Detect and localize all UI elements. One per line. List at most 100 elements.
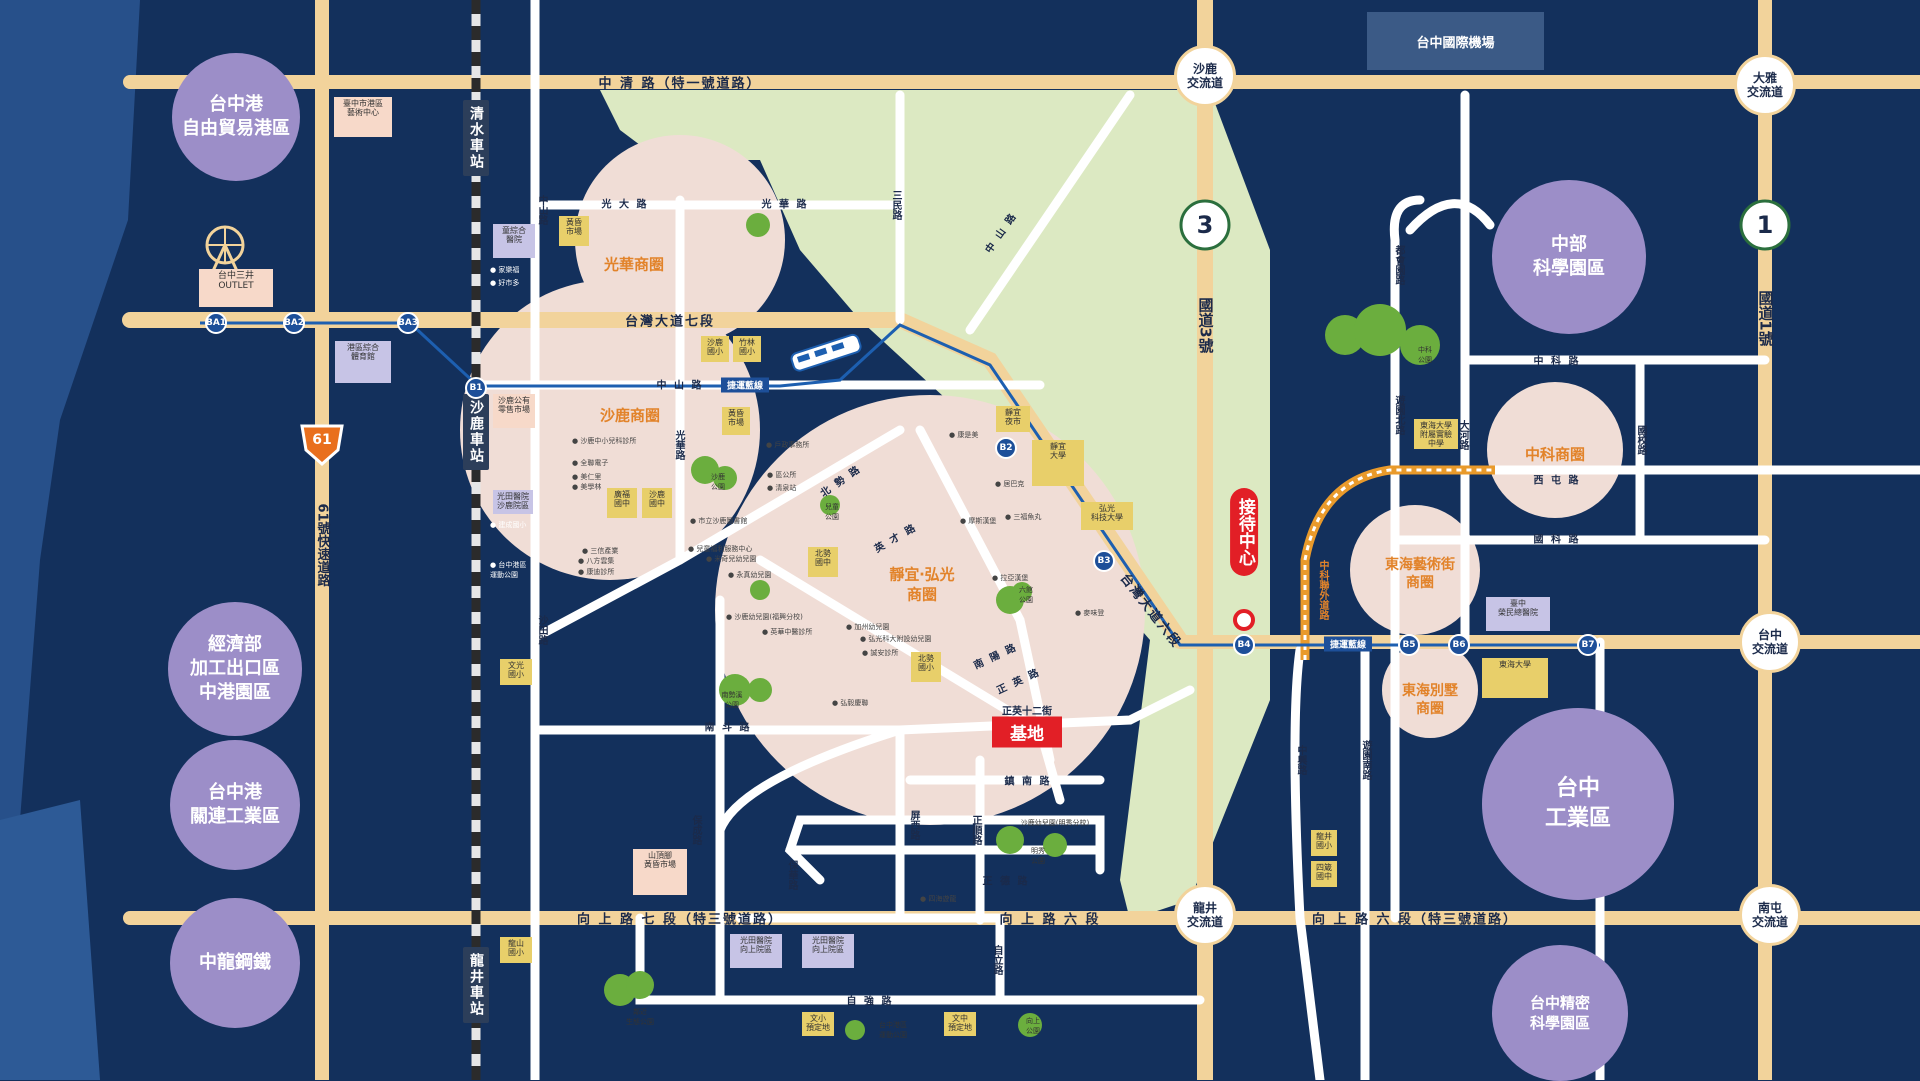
road-label-zhongshan: 中 山 路: [656, 380, 704, 392]
poi-veterans-hospital[interactable]: 臺中 榮民總醫院: [1486, 597, 1550, 631]
poi-shalu-elem[interactable]: 沙鹿 國小: [701, 336, 729, 362]
zone-precision-park[interactable]: 台中精密 科學園區: [1492, 945, 1628, 1081]
road-label-guo3: 國道3號: [1196, 297, 1215, 353]
poi-outlet[interactable]: 台中三井 OUTLET: [199, 269, 273, 307]
reception-pin-icon: [1233, 609, 1255, 631]
poi-site-ground-2[interactable]: 文中 預定地: [944, 1012, 976, 1036]
road-label-pingxi: 屏西路: [908, 810, 919, 840]
poi-sports-hall[interactable]: 港區綜合 體育館: [335, 341, 391, 383]
park-zhongke: 中科 公園: [1418, 346, 1432, 364]
reception-center[interactable]: 接待中心: [1230, 488, 1258, 576]
road-label-baohua: 保華路: [786, 860, 797, 890]
road-label-nandou: 南 斗 路: [704, 722, 752, 734]
label-s10: ● 加州幼兒園: [846, 623, 890, 631]
stop-b4[interactable]: B4: [1233, 634, 1255, 656]
poi-shalu-market[interactable]: 沙鹿公有 零售市場: [493, 394, 535, 428]
road-label-zili: 自立路: [991, 945, 1002, 975]
road-label-huanzhong-n: 遊園北路: [1393, 395, 1404, 435]
stop-b5[interactable]: B5: [1398, 634, 1420, 656]
label-s18: ● 三福魚丸: [1005, 513, 1042, 521]
park-shalu: 沙鹿 公園: [711, 473, 725, 491]
poi-donghai-uni[interactable]: 東海大學: [1482, 658, 1548, 698]
poi-sizhen-mid[interactable]: 四箴 國中: [1311, 861, 1337, 887]
road-label-zhennan: 鎮 南 路: [1004, 776, 1052, 788]
stop-ba1[interactable]: BA1: [205, 312, 227, 334]
poi-shanjiao-market[interactable]: 山頂腳 黃昏市場: [633, 849, 687, 895]
interchange-shalu[interactable]: 沙鹿 交流道: [1174, 45, 1236, 107]
road-label-guoke: 國 科 路: [1533, 534, 1581, 546]
poi-jingyi-uni[interactable]: 靜宜 大學: [1032, 440, 1084, 486]
park-liu: 六館 公園: [1019, 586, 1033, 604]
zone-free-trade-port[interactable]: 台中港 自由貿易港區: [172, 53, 300, 181]
poi-huang-market-2[interactable]: 黃昏 市場: [722, 407, 750, 435]
poi-guangtian-xiangshang[interactable]: 光田醫院 向上院區: [730, 934, 782, 968]
stop-b3[interactable]: B3: [1093, 550, 1115, 572]
station-shalu[interactable]: 沙鹿車站: [463, 394, 489, 470]
poi-wenguang-elem[interactable]: 文光 國小: [500, 659, 532, 685]
road-label-shalu: 沙田路: [536, 615, 547, 645]
poi-guangtian-xiangshang-2[interactable]: 光田醫院 向上院區: [802, 934, 854, 968]
label-s5: ● 兒童福利服務中心: [688, 545, 753, 553]
stop-b6[interactable]: B6: [1448, 634, 1470, 656]
label-s6: ● 米奇兒幼兒園: [706, 555, 757, 563]
poi-huangtong-market[interactable]: 黃昏 市場: [559, 216, 589, 246]
label-s15: ● 區公所: [767, 471, 797, 479]
interchange-nantun[interactable]: 南屯 交流道: [1739, 884, 1801, 946]
road-label-xiangshang7: 向 上 路 七 段（特三號道路）: [576, 912, 784, 928]
road-label-huanzhong-s: 遊園南路: [1360, 740, 1371, 780]
stop-b1[interactable]: B1: [465, 377, 487, 399]
stop-b7[interactable]: B7: [1577, 634, 1599, 656]
road-label-guangdong: 光華路: [673, 430, 684, 460]
label-s14: ● 戶政事務所: [766, 441, 810, 449]
zone-export-processing[interactable]: 經濟部 加工出口區 中港園區: [168, 602, 302, 736]
poi-guangda-mid[interactable]: 廣福 國中: [607, 488, 637, 518]
park-mingxiu: 明秀 公園: [1031, 847, 1045, 865]
zone-taichung-industrial[interactable]: 台中 工業區: [1482, 708, 1674, 900]
poi-hongguang-uni[interactable]: 弘光 科技大學: [1081, 502, 1133, 530]
stop-ba3[interactable]: BA3: [397, 312, 419, 334]
zone-harbor-industrial[interactable]: 台中港 關連工業區: [170, 740, 300, 870]
poi-beishi-elem[interactable]: 北勢 國小: [911, 652, 941, 682]
poi-shalu-mid[interactable]: 沙鹿 國中: [642, 488, 672, 518]
zone-central-science-park[interactable]: 中部 科學園區: [1492, 180, 1646, 334]
poi-guangtian-hospital[interactable]: 光田醫院 沙鹿院區: [493, 490, 533, 514]
mrt-blue-line-label: 捷運藍線: [720, 377, 770, 393]
label-s24: ● 康迪診所: [578, 568, 615, 576]
label-s28: ● 好市多: [490, 279, 520, 287]
poi-jingyi-nightmarket[interactable]: 靜宜 夜市: [996, 406, 1030, 432]
poi-tong-hospital[interactable]: 童綜合 醫院: [493, 224, 535, 258]
poi-donghai-mid[interactable]: 東海大學 附屬實驗中學: [1414, 419, 1458, 449]
label-s11: ● 弘光科大附設幼兒園: [860, 635, 932, 643]
interchange-daya[interactable]: 大雅 交流道: [1734, 54, 1796, 116]
station-longjing[interactable]: 龍井車站: [463, 947, 489, 1023]
poi-arts-center[interactable]: 臺中市港區 藝術中心: [334, 97, 392, 137]
stop-b2[interactable]: B2: [995, 437, 1017, 459]
road-label-zhengde: 正 德 路: [982, 876, 1030, 888]
zone-steel[interactable]: 中龍鋼鐵: [170, 898, 300, 1028]
label-s2: ● 全聯電子: [572, 459, 609, 467]
poi-zhulin-elem[interactable]: 竹林 國小: [733, 336, 761, 362]
commerce-donghai: 東海藝術街 商圈: [1385, 556, 1455, 591]
road-label-taiwan7: 台灣大道七段: [624, 314, 716, 330]
road-label-baocheng: 保成路: [690, 815, 701, 845]
poi-longshan-elem[interactable]: 龍山 國小: [500, 937, 532, 963]
park-zhonggang-sports: 台中港區 運動公園: [879, 1021, 907, 1039]
interchange-longjing[interactable]: 龍井 交流道: [1174, 884, 1236, 946]
poi-site-ground-1[interactable]: 文小 預定地: [802, 1012, 834, 1036]
interchange-taichung[interactable]: 台中 交流道: [1739, 611, 1801, 673]
road-label-guangda: 光 大 路: [601, 199, 649, 211]
label-s22: ● 摩斯漢堡: [960, 517, 997, 525]
commerce-zhongke: 中科商圈: [1524, 445, 1586, 464]
label-s21: ● 拉亞漢堡: [992, 574, 1029, 582]
station-qingshui[interactable]: 清水車站: [463, 100, 489, 176]
airport-label: 台中國際機場: [1367, 12, 1544, 70]
label-s9: ● 英華中醫診所: [762, 628, 813, 636]
poi-beishi-mid[interactable]: 北勢 國中: [808, 547, 838, 577]
stop-ba2[interactable]: BA2: [283, 312, 305, 334]
park-ecology: 鄰近 生態公園: [626, 1008, 654, 1026]
poi-longjing-elem[interactable]: 龍井 國小: [1311, 830, 1337, 856]
site-marker[interactable]: 基地: [992, 716, 1062, 748]
label-s12: ● 誠安診所: [862, 649, 899, 657]
commerce-donghai-villa: 東海別墅 商圈: [1402, 682, 1458, 717]
